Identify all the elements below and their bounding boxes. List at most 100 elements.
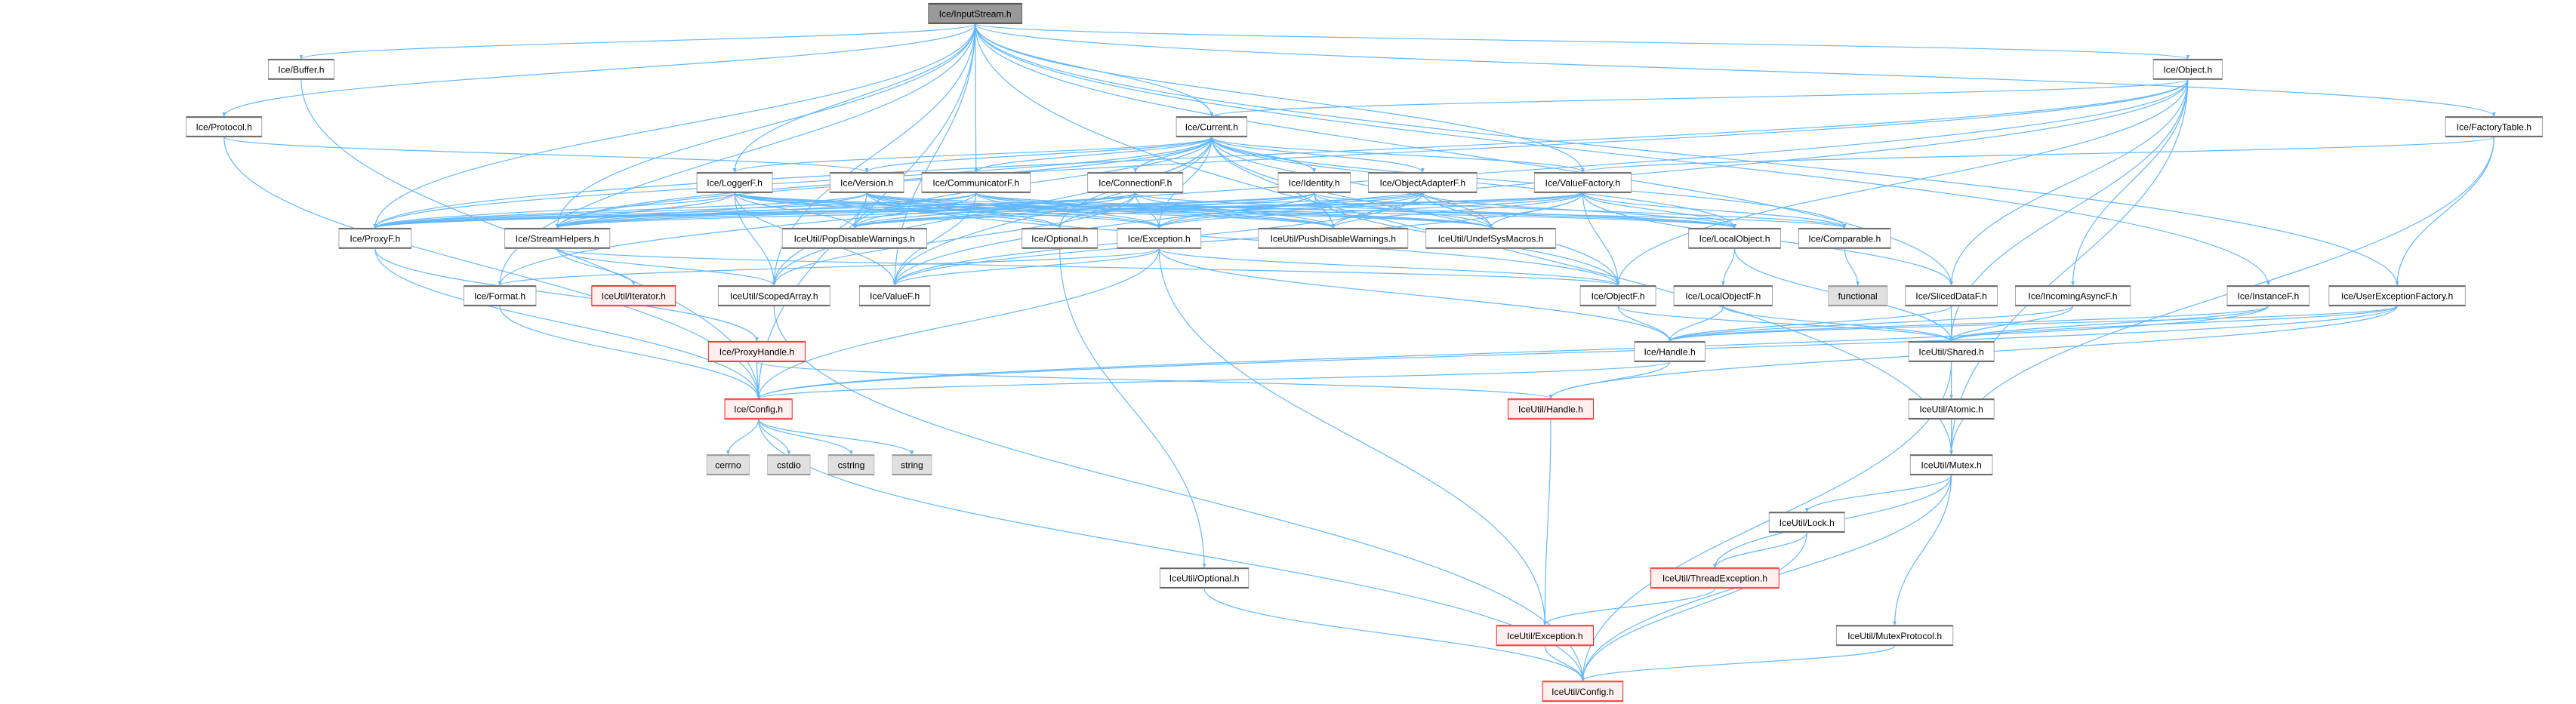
node-iceutil-atomic-h[interactable]: IceUtil/Atomic.h xyxy=(1908,398,1995,420)
node-ice-sliceddataf-h[interactable]: Ice/SlicedDataF.h xyxy=(1905,284,1998,307)
edge-exception-to-uexception xyxy=(1158,248,1547,626)
node-ice-valuef-h[interactable]: Ice/ValueF.h xyxy=(858,284,931,307)
node-ice-proxyf-h[interactable]: Ice/ProxyF.h xyxy=(338,227,412,249)
node-cstdio[interactable]: cstdio xyxy=(767,453,811,476)
node-label: cstring xyxy=(838,460,865,471)
node-ice-factorytable-h[interactable]: Ice/FactoryTable.h xyxy=(2445,115,2544,138)
edge-config-to-string xyxy=(758,419,914,456)
node-border-bar xyxy=(707,454,750,457)
node-box xyxy=(1768,512,1845,533)
node-border-bar xyxy=(1674,304,1773,306)
node-box xyxy=(767,453,811,476)
edge-optional-to-uoptional xyxy=(1059,248,1206,569)
node-iceutil-scopedarray-h[interactable]: IceUtil/ScopedArray.h xyxy=(717,284,830,307)
node-ice-connectionf-h[interactable]: Ice/ConnectionF.h xyxy=(1087,171,1184,193)
edge-lock-to-threadexception xyxy=(1713,532,1807,569)
node-border-bar xyxy=(1910,473,1992,475)
node-iceutil-handle-h[interactable]: IceUtil/Handle.h xyxy=(1507,398,1594,420)
edge-object-to-current xyxy=(1209,78,2189,118)
node-iceutil-config-h[interactable]: IceUtil/Config.h xyxy=(1542,681,1624,702)
node-iceutil-lock-h[interactable]: IceUtil/Lock.h xyxy=(1768,512,1845,533)
node-ice-objectf-h[interactable]: Ice/ObjectF.h xyxy=(1579,284,1656,307)
edge-lock-to-uconfig xyxy=(1581,532,1807,682)
node-border-bar xyxy=(1909,341,1995,343)
node-iceutil-mutexprotocol-h[interactable]: IceUtil/MutexProtocol.h xyxy=(1835,625,1954,647)
node-iceutil-pushdisablewarnings-h[interactable]: IceUtil/PushDisableWarnings.h xyxy=(1258,227,1409,249)
node-iceutil-shared-h[interactable]: IceUtil/Shared.h xyxy=(1908,340,1995,362)
node-ice-localobjectf-h[interactable]: Ice/LocalObjectF.h xyxy=(1673,284,1773,307)
node-border-bar xyxy=(767,454,811,457)
node-label: Ice/InstanceF.h xyxy=(2237,291,2299,302)
node-border-bar xyxy=(1277,172,1351,174)
node-ice-optional-h[interactable]: Ice/Optional.h xyxy=(1021,227,1098,249)
node-iceutil-popdisablewarnings-h[interactable]: IceUtil/PopDisableWarnings.h xyxy=(781,227,927,249)
node-iceutil-iterator-h[interactable]: IceUtil/Iterator.h xyxy=(591,284,676,307)
node-label: IceUtil/MutexProtocol.h xyxy=(1847,631,1942,641)
node-ice-exception-h[interactable]: Ice/Exception.h xyxy=(1117,227,1202,249)
edge-objectadapterf-to-localobject xyxy=(1422,192,1736,229)
node-border-bar xyxy=(1425,228,1556,230)
node-label: Ice/LoggerF.h xyxy=(707,178,763,189)
node-ice-config-h[interactable]: Ice/Config.h xyxy=(724,398,793,420)
node-label: Ice/ConnectionF.h xyxy=(1098,178,1172,189)
node-ice-version-h[interactable]: Ice/Version.h xyxy=(829,171,904,193)
node-ice-buffer-h[interactable]: Ice/Buffer.h xyxy=(267,58,334,80)
node-string[interactable]: string xyxy=(892,453,932,476)
edge-loggerf-to-popdisable xyxy=(734,192,857,229)
node-label: IceUtil/Config.h xyxy=(1551,687,1613,697)
node-ice-format-h[interactable]: Ice/Format.h xyxy=(463,284,537,307)
node-iceutil-optional-h[interactable]: IceUtil/Optional.h xyxy=(1159,567,1249,589)
node-border-bar xyxy=(2227,285,2309,287)
node-border-bar xyxy=(186,116,262,118)
node-ice-localobject-h[interactable]: Ice/LocalObject.h xyxy=(1688,227,1781,249)
node-functional[interactable]: functional xyxy=(1828,284,1888,307)
node-ice-proxyhandle-h[interactable]: Ice/ProxyHandle.h xyxy=(707,340,806,362)
node-label: Ice/ProxyF.h xyxy=(350,234,400,244)
node-ice-current-h[interactable]: Ice/Current.h xyxy=(1176,115,1248,138)
node-border-bar xyxy=(186,135,262,137)
edge-uhandle-to-uexception xyxy=(1542,419,1551,626)
edge-factorytable-to-userexceptionfactory xyxy=(2395,137,2495,287)
node-ice-protocol-h[interactable]: Ice/Protocol.h xyxy=(186,115,263,138)
node-ice-inputstream-h[interactable]: Ice/InputStream.h xyxy=(928,2,1023,24)
node-border-bar xyxy=(1542,681,1623,683)
edge-inputstream-to-valuefactory xyxy=(975,23,1585,173)
node-ice-userexceptionfactory-h[interactable]: Ice/UserExceptionFactory.h xyxy=(2328,284,2466,307)
node-border-bar xyxy=(859,304,930,306)
node-iceutil-threadexception-h[interactable]: IceUtil/ThreadException.h xyxy=(1650,567,1779,589)
node-border-bar xyxy=(1674,285,1773,287)
node-ice-loggerf-h[interactable]: Ice/LoggerF.h xyxy=(696,171,773,193)
node-cstring[interactable]: cstring xyxy=(827,453,875,476)
node-border-bar xyxy=(1798,228,1891,230)
edge-scopedarray-to-uconfig xyxy=(773,306,1585,682)
node-label: Ice/Current.h xyxy=(1185,122,1238,133)
node-iceutil-undefsysmacros-h[interactable]: IceUtil/UndefSysMacros.h xyxy=(1425,227,1556,249)
node-box xyxy=(1650,567,1779,589)
node-border-bar xyxy=(1176,116,1247,118)
node-ice-valuefactory-h[interactable]: Ice/ValueFactory.h xyxy=(1533,171,1632,193)
node-border-bar xyxy=(504,228,610,230)
node-ice-object-h[interactable]: Ice/Object.h xyxy=(2152,58,2223,80)
node-box xyxy=(2445,115,2544,138)
node-label: Ice/ProxyHandle.h xyxy=(719,347,794,358)
node-ice-objectadapterf-h[interactable]: Ice/ObjectAdapterF.h xyxy=(1368,171,1478,193)
node-ice-instancef-h[interactable]: Ice/InstanceF.h xyxy=(2226,284,2310,307)
node-label: Ice/Format.h xyxy=(474,291,525,302)
node-ice-comparable-h[interactable]: Ice/Comparable.h xyxy=(1798,227,1891,249)
node-border-bar xyxy=(2015,285,2131,287)
node-box xyxy=(1087,171,1184,193)
node-border-bar xyxy=(1021,228,1098,230)
node-iceutil-exception-h[interactable]: IceUtil/Exception.h xyxy=(1496,625,1594,647)
node-box xyxy=(1634,340,1706,362)
node-ice-communicatorf-h[interactable]: Ice/CommunicatorF.h xyxy=(921,171,1031,193)
node-label: IceUtil/Handle.h xyxy=(1518,404,1583,415)
node-iceutil-mutex-h[interactable]: IceUtil/Mutex.h xyxy=(1909,453,1993,476)
node-label: Ice/SlicedDataF.h xyxy=(1915,291,1987,302)
node-ice-incomingasyncf-h[interactable]: Ice/IncomingAsyncF.h xyxy=(2015,284,2131,307)
node-label: Ice/Handle.h xyxy=(1644,347,1696,358)
node-ice-identity-h[interactable]: Ice/Identity.h xyxy=(1277,171,1351,193)
node-border-bar xyxy=(2328,304,2466,306)
node-cerrno[interactable]: cerrno xyxy=(706,453,750,476)
node-ice-streamhelpers-h[interactable]: Ice/StreamHelpers.h xyxy=(504,227,611,249)
node-ice-handle-h[interactable]: Ice/Handle.h xyxy=(1634,340,1706,362)
